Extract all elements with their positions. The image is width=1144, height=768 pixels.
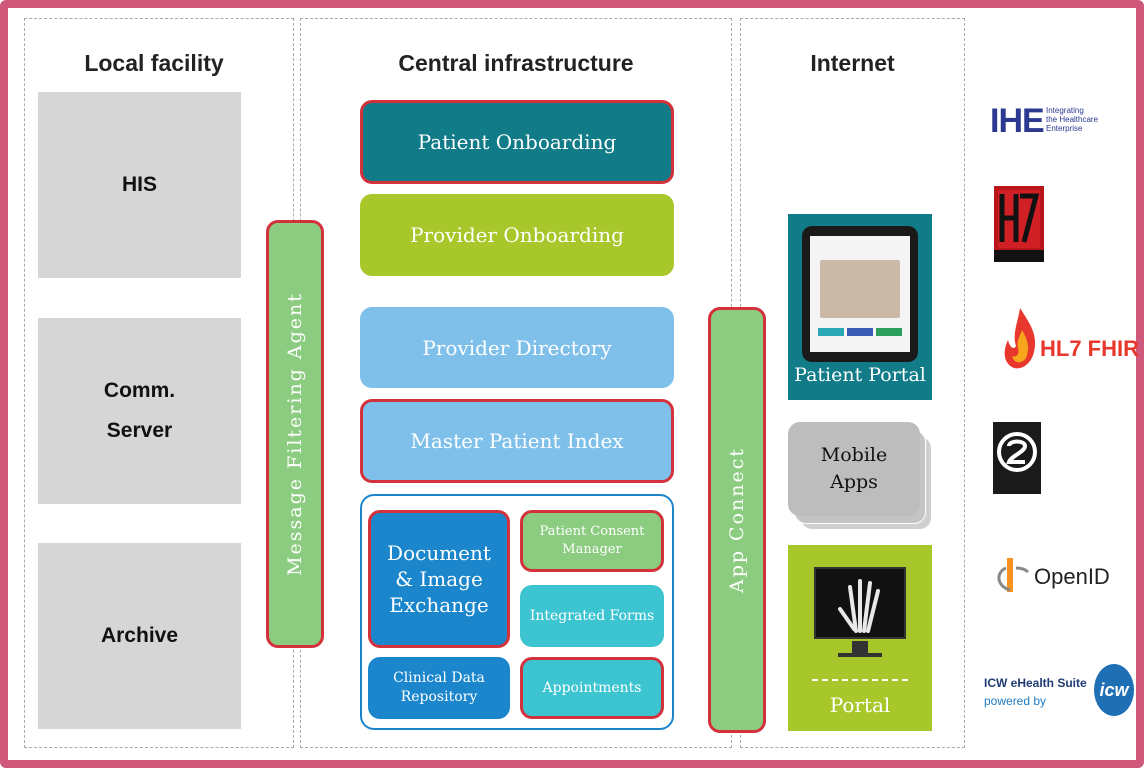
- tablet-photo: [820, 260, 900, 318]
- his-box: HIS: [38, 92, 241, 278]
- monitor-stand: [852, 641, 868, 653]
- ihe-logo-subtitle: Integrating the Healthcare Enterprise: [1046, 106, 1099, 134]
- integrated-forms-block: Integrated Forms: [520, 585, 664, 647]
- patient-consent-manager-block: Patient Consent Manager: [520, 510, 664, 572]
- clinical-data-line1: Clinical Data: [393, 670, 485, 687]
- patient-onboarding-block: Patient Onboarding: [360, 100, 674, 184]
- openid-logo: OpenID: [996, 552, 1126, 602]
- central-infrastructure-title: Central infrastructure: [398, 50, 634, 76]
- patient-consent-line1: Patient Consent: [539, 524, 645, 540]
- master-patient-index-label: Master Patient Index: [410, 429, 624, 453]
- portal-divider: [812, 679, 908, 681]
- comm-server-label-line1: Comm.: [103, 379, 176, 403]
- comm-server-label-line2: Server: [106, 419, 173, 442]
- patient-portal-card: Patient Portal: [788, 214, 932, 400]
- services-group: [360, 494, 674, 730]
- archive-box: Archive: [38, 543, 241, 729]
- hl7-fhir-text: HL7 FHIR: [1040, 336, 1139, 361]
- mobile-apps-line2: Apps: [830, 471, 878, 493]
- ihe-logo: IHE Integrating the Healthcare Enterpris…: [990, 100, 1110, 144]
- openid-text: OpenID: [1034, 564, 1110, 589]
- appointments-label: Appointments: [542, 680, 642, 696]
- xray-hand-icon: [838, 579, 880, 633]
- tablet-screen: [810, 236, 910, 352]
- openid-mark-icon: [997, 558, 1030, 592]
- tablet-button-3: [876, 328, 902, 336]
- ihe-logo-mark: IHE: [990, 102, 1045, 140]
- app-connect-label: App Connect: [726, 446, 748, 594]
- tablet-button-1: [818, 328, 844, 336]
- local-facility-title: Local facility: [84, 50, 224, 76]
- patient-consent-line2: Manager: [562, 542, 622, 557]
- doc-exchange-line1: Document: [387, 541, 491, 565]
- archive-label: Archive: [100, 624, 179, 648]
- icw-ehealth-suite-logo: ICW eHealth Suite powered by icw: [982, 662, 1138, 722]
- tablet-button-2: [847, 328, 873, 336]
- app-connect-bar: App Connect: [708, 307, 766, 733]
- tablet-device: [802, 226, 918, 362]
- mobile-apps-card: Mobile Apps: [788, 422, 920, 516]
- patient-onboarding-label: Patient Onboarding: [417, 130, 617, 154]
- portal-card: Portal: [788, 545, 932, 731]
- icw-line2: powered by: [984, 694, 1047, 708]
- appointments-block: Appointments: [520, 657, 664, 719]
- integrated-forms-label: Integrated Forms: [529, 608, 655, 624]
- his-label: HIS: [121, 173, 157, 197]
- icw-badge: icw: [1094, 664, 1134, 716]
- hl7-fhir-logo: HL7 FHIR: [1000, 306, 1140, 380]
- monitor-base: [838, 653, 882, 657]
- mobile-apps-line1: Mobile: [820, 444, 888, 467]
- clinical-data-line2: Repository: [400, 689, 478, 705]
- portal-label: Portal: [829, 693, 891, 717]
- message-filtering-agent-label: Message Filtering Agent: [284, 292, 306, 576]
- provider-onboarding-block: Provider Onboarding: [360, 194, 674, 276]
- doc-exchange-line3: Exchange: [389, 593, 489, 617]
- icw-line1: ICW eHealth Suite: [984, 676, 1087, 690]
- monitor-screen: [814, 567, 906, 639]
- doc-exchange-line2: & Image: [395, 567, 483, 591]
- ihe-connectathon-badge-logo: [993, 422, 1041, 494]
- provider-directory-block: Provider Directory: [360, 307, 674, 388]
- message-filtering-agent-bar: Message Filtering Agent: [266, 220, 324, 648]
- provider-directory-label: Provider Directory: [422, 335, 612, 360]
- flame-icon: [1004, 308, 1036, 369]
- hl7-international-logo: [994, 186, 1044, 262]
- internet-title: Internet: [810, 50, 895, 76]
- document-image-exchange-block: Document & Image Exchange: [368, 510, 510, 648]
- icw-badge-text: icw: [1099, 679, 1129, 700]
- clinical-data-repository-block: Clinical Data Repository: [368, 657, 510, 719]
- comm-server-box: Comm. Server: [38, 318, 241, 504]
- provider-onboarding-label: Provider Onboarding: [410, 223, 624, 247]
- patient-portal-label: Patient Portal: [794, 364, 926, 386]
- master-patient-index-block: Master Patient Index: [360, 399, 674, 483]
